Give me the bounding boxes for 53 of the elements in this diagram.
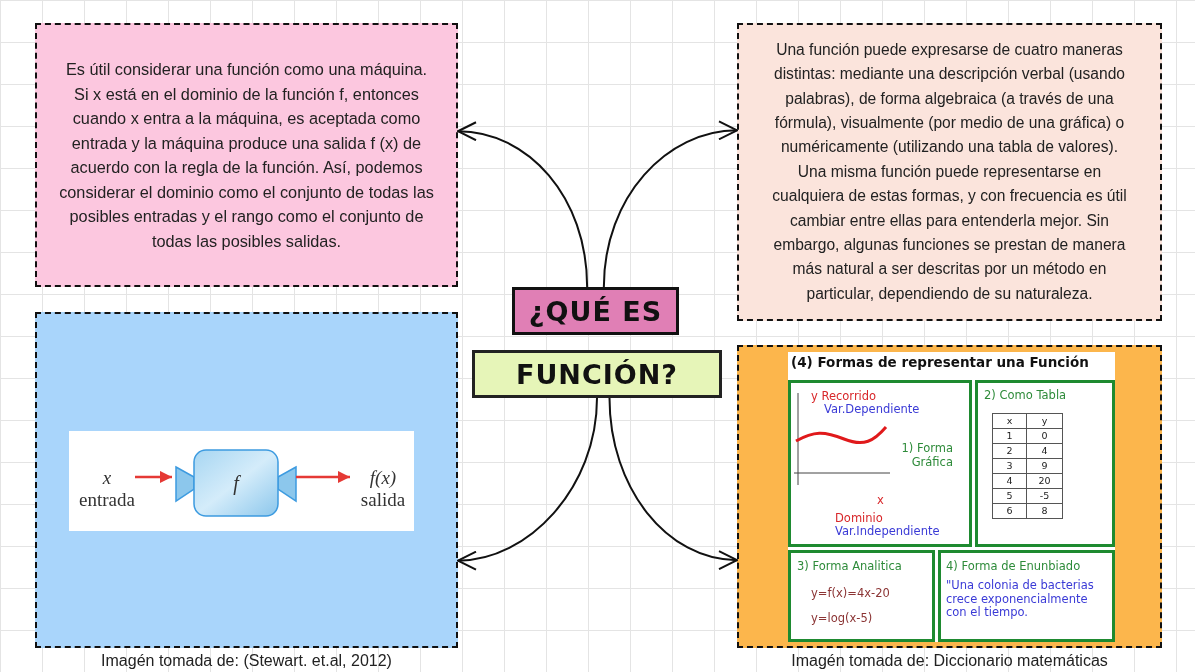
title-box <box>472 350 722 398</box>
table-cell: 1 <box>993 429 1027 444</box>
math-symbol: f <box>233 471 239 495</box>
axis-label: y Recorrido <box>811 389 877 403</box>
table-cell-panel <box>788 550 935 642</box>
axis-label: Var.Dependiente <box>824 402 920 416</box>
math-symbol: x <box>102 467 112 489</box>
table-cell: 8 <box>1027 504 1063 519</box>
cell-heading: 4) Forma de Enunbiado <box>946 559 1081 573</box>
table-cell: 5 <box>993 489 1027 504</box>
paragraph: Es útil considerar una función como una máquina. Si x está en el dominio de la función f, entonces cuando x entra a la máquina, es aceptada como entrada y la máquina produce una salida f (x) de acuerdo con la regla de la función. Así, podemos considerar el dominio como el conjunto de todas las posibles entradas y el rango como el conjunto de todas las posibles salidas. <box>58 59 435 252</box>
axis-label: x <box>877 493 884 507</box>
paragraph: Una función puede expresarse de cuatro maneras distintas: mediante una descripción verbal (usando palabras), de forma algebraica (a través de una fórmula), visualmente (por medio de una gráfica) o numéricamente (utilizando una tabla de valores). Una misma función puede representarse en cualquiera de estas formas, y con frecuencia es útil cambiar entre ellas para entenderla mejor. Sin embargo, algunas funciones se prestan de manera más natural a ser descritas por un método en particular, dependiendo de su naturaleza. <box>771 39 1128 304</box>
arrow <box>135 470 172 483</box>
table-cell: 4 <box>1027 444 1063 459</box>
image-panel <box>35 312 458 648</box>
table-cell: 0 <box>1027 429 1063 444</box>
table-cell: x <box>993 414 1027 429</box>
figure-title: (4) Formas de representar una Función <box>791 354 1089 370</box>
table-cell: y <box>1027 414 1063 429</box>
arrow <box>457 122 589 288</box>
io-label: entrada <box>79 489 135 511</box>
image-credit: Imagén tomada de: Diccionario matemáticas <box>791 652 1108 670</box>
table-cell: -5 <box>1027 489 1063 504</box>
cell-heading: 3) Forma Analitica <box>797 559 902 573</box>
table-cell-panel <box>788 380 972 547</box>
cell-heading: 1) Forma Gráfica <box>900 441 953 469</box>
formula: y=f(x)=4x-20 <box>811 586 890 600</box>
math-symbol: f(x) <box>369 467 397 489</box>
arrow <box>457 397 598 570</box>
image-credit: Imagén tomada de: (Stewart. et.al, 2012) <box>101 652 392 670</box>
table-cell: 6 <box>993 504 1027 519</box>
axis-label: Var.Independiente <box>835 524 940 538</box>
cell-heading: 2) Como Tabla <box>984 388 1067 402</box>
title-text: ¿QUÉ ES <box>528 295 663 327</box>
text-card <box>737 23 1162 321</box>
title-text: FUNCIÓN? <box>515 358 678 390</box>
axis-label: Dominio <box>835 511 883 525</box>
table-cell: 4 <box>993 474 1027 489</box>
text-card <box>35 23 458 287</box>
io-label: salida <box>360 489 406 511</box>
table-cell: 3 <box>993 459 1027 474</box>
statement-text: "Una colonia de bacterias crece exponencialmente con el tiempo. <box>946 579 1095 620</box>
formula: y=log(x-5) <box>811 611 873 625</box>
table-cell-panel <box>938 550 1115 642</box>
arrow <box>602 121 738 288</box>
table-cell: 9 <box>1027 459 1063 474</box>
image-panel <box>737 345 1162 648</box>
table-cell: 2 <box>993 444 1027 459</box>
title-box <box>512 287 679 335</box>
table-cell-panel <box>975 380 1115 547</box>
table-cell: 20 <box>1027 474 1063 489</box>
arrow <box>608 397 738 569</box>
